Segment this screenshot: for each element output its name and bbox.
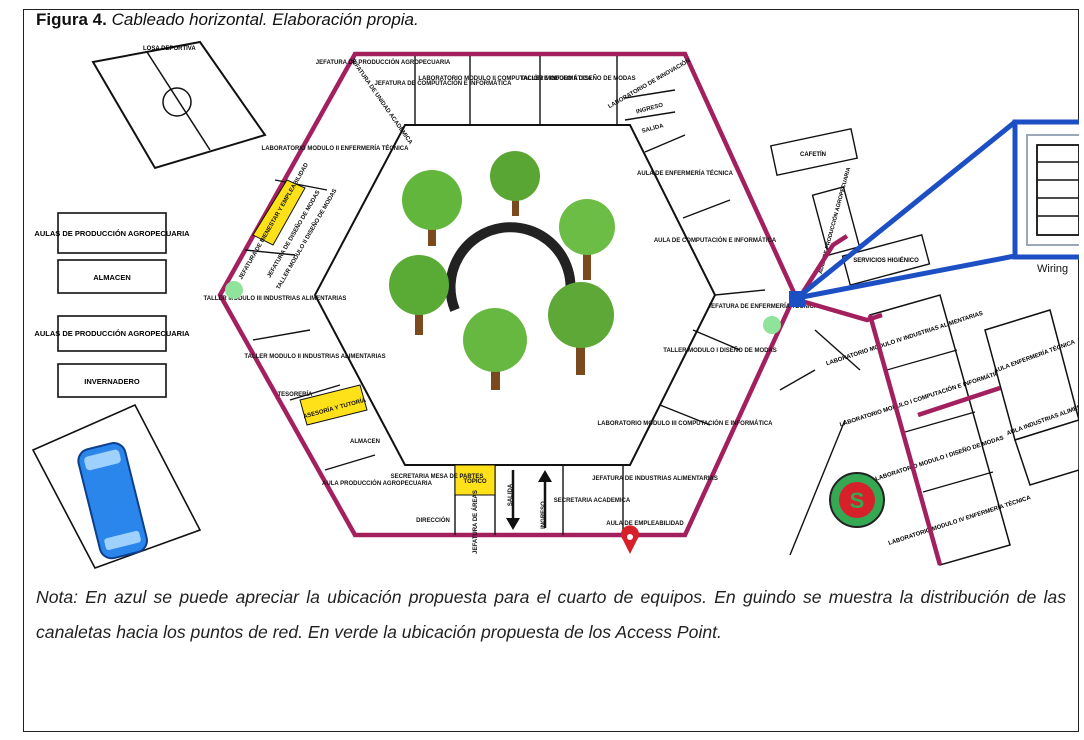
access-point-icon (763, 316, 781, 334)
room-label: AULA PRODUCCIÓN AGROPECUARIA (322, 479, 433, 487)
room-label: JEFATURA DE COMPUTACIÓN E INFORMÁTICA (375, 79, 513, 87)
wiring-rack: Wiring (1012, 119, 1079, 275)
canaletas (796, 234, 1001, 566)
room-label: TALLER MODULO II DISEÑO DE MODAS (520, 75, 635, 82)
room-label: LABORATORIO MODULO II COMPUTACIÓN E INFO… (418, 74, 592, 82)
location-pin-icon (620, 525, 640, 554)
safety-sign-label: S (850, 488, 865, 513)
left-buildings: AULAS DE PRODUCCIÓN AGROPECUARIA ALMACEN… (34, 212, 190, 398)
courtyard (389, 151, 615, 390)
building-label: CAFETÍN (800, 150, 826, 158)
building-label: AULAS DE PRODUCCIÓN AGROPECUARIA (34, 329, 190, 338)
room-label: JEFATURA DE INDUSTRIAS ALIMENTARIAS (592, 476, 718, 482)
room-label: TALLER MODULO III INDUSTRIAS ALIMENTARIA… (204, 296, 347, 302)
building-label: ALMACEN (93, 273, 131, 282)
room-label: TÓPICO (463, 477, 486, 485)
building-label: SERVICIOS HIGIÉNICO (853, 256, 919, 264)
figure-caption: Cableado horizontal. Elaboración propia. (111, 10, 419, 29)
tree-icon (548, 282, 614, 375)
room-label: TESORERÍA (277, 390, 313, 398)
canaleta-perimeter (217, 51, 798, 538)
building-label: INVERNADERO (84, 377, 140, 386)
room-label: DIRECCIÓN (416, 516, 450, 524)
tree-icon (463, 308, 527, 390)
equipment-room-icon (789, 291, 805, 307)
figure-note: Nota: En azul se puede apreciar la ubica… (36, 587, 1066, 642)
room-label: SECRETARIA ACADEMICA (554, 498, 631, 504)
building-label: AULAS DE PRODUCCIÓN AGROPECUARIA (34, 229, 190, 238)
room-label: SALIDA (508, 483, 514, 506)
room-label: LABORATORIO MODULO III COMPUTACIÓN E INF… (598, 419, 774, 427)
parking-area (31, 403, 202, 569)
access-points (225, 281, 781, 334)
access-point-icon (225, 281, 243, 299)
room-label: ALMACEN (350, 439, 380, 445)
campus-map: LOSA DEPORTIVA AULAS DE PRODUCCIÓN AGROP… (31, 40, 1079, 569)
figure-label: Figura 4. (36, 10, 107, 29)
room-label: SECRETARIA MESA DE PARTES (391, 474, 484, 480)
room-label: AULA DE EMPLEABILIDAD (606, 521, 684, 527)
tree-icon (490, 151, 540, 216)
room-label: JEFATURA DE ENFERMERÍA TÉCNICA (708, 302, 819, 310)
room-label: AULA DE COMPUTACIÓN E INFORMÁTICA (654, 236, 777, 244)
room-label: TALLER MODULO II INDUSTRIAS ALIMENTARIAS (244, 354, 385, 360)
field-label: LOSA DEPORTIVA (143, 46, 196, 52)
room-label: AULA DE ENFERMERÍA TÉCNICA (637, 169, 734, 177)
sports-field: LOSA DEPORTIVA (91, 40, 267, 170)
figure-title: Figura 4. Cableado horizontal. Elaboraci… (36, 10, 419, 30)
room-label: JEFATURA DE ÁREAS (472, 490, 479, 554)
safety-sign-icon: S (829, 472, 885, 528)
room-label: LABORATORIO MODULO II ENFERMERÍA TÉCNICA (262, 144, 410, 152)
tree-icon (389, 255, 449, 335)
wiring-label: Wiring (1037, 263, 1068, 275)
room-label: TALLER MODULO I DISEÑO DE MODAS (663, 347, 777, 354)
highlighted-rooms (252, 179, 496, 496)
bus-icon (77, 442, 148, 560)
room-label: JEFATURA DE PRODUCCIÓN AGROPECUARIA (316, 58, 451, 66)
hexagon-building (217, 51, 798, 538)
tree-icon (559, 199, 615, 280)
salida-label: SALIDA (641, 123, 665, 135)
wiring-links (789, 120, 1021, 307)
entry-exit-arrows (506, 89, 676, 530)
tree-icon (402, 170, 462, 246)
